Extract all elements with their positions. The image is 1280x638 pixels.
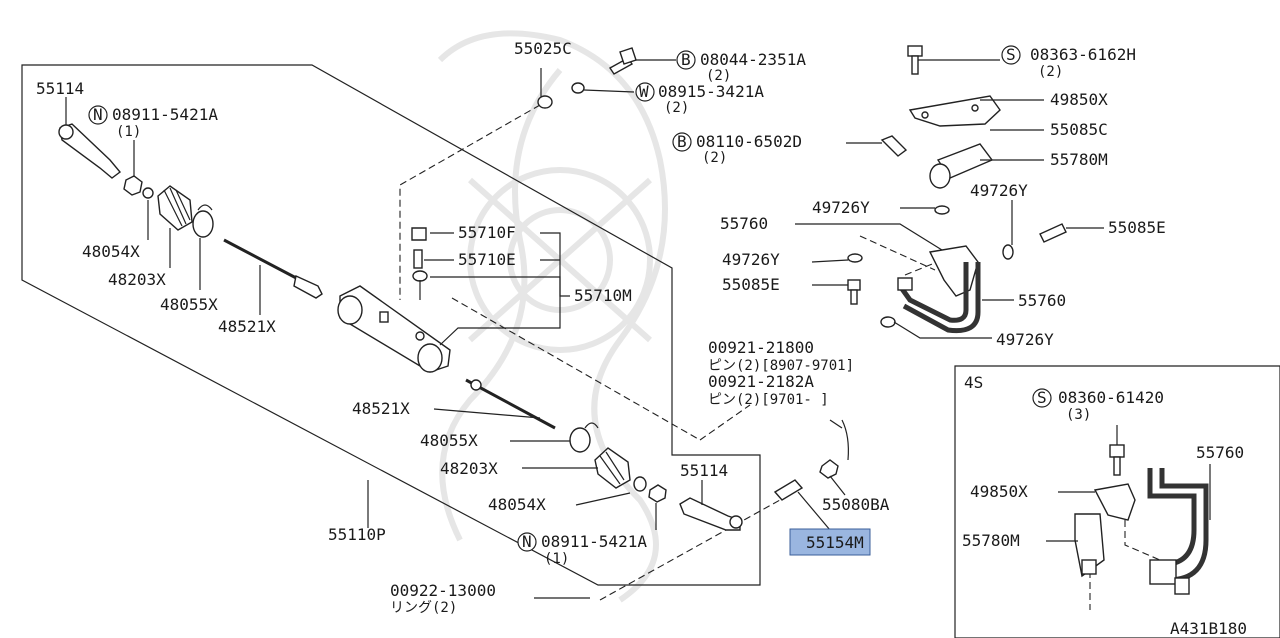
label-08360-61420[interactable]: 08360-61420 [1058,388,1164,407]
label-49850x-top[interactable]: 49850X [1050,90,1108,109]
prefix-08110: B [677,132,687,151]
qty-08915: (2) [664,100,689,116]
highlight-55154m [789,528,871,556]
label-55114-left[interactable]: 55114 [36,79,84,98]
label-55760-inset[interactable]: 55760 [1196,443,1244,462]
qty-08360: (3) [1066,407,1091,423]
qty-08363: (2) [1038,64,1063,80]
label-55780m-inset[interactable]: 55780M [962,531,1020,550]
label-55085e-right[interactable]: 55085E [1108,218,1166,237]
prefix-08911-left: N [93,105,103,124]
label-55710f[interactable]: 55710F [458,223,516,242]
label-08044-2351a[interactable]: 08044-2351A [700,50,806,69]
label-55080ba[interactable]: 55080BA [822,495,890,514]
qty-08044: (2) [706,68,731,84]
label-08363-6162h[interactable]: 08363-6162H [1030,45,1136,64]
part-shapes [58,45,1209,595]
qty-08911-left: (1) [116,124,141,140]
inset-title: 4S [964,373,983,392]
label-55710m[interactable]: 55710M [574,286,632,305]
prefix-08044: B [681,50,691,69]
label-55114-right[interactable]: 55114 [680,461,728,480]
label-55110p[interactable]: 55110P [328,525,386,544]
watermark-emblem [437,30,668,603]
label-55710e[interactable]: 55710E [458,250,516,269]
label-55154m[interactable]: 55154M [806,533,864,552]
label-08911-5421a-left[interactable]: 08911-5421A [112,105,218,124]
label-49726y-c[interactable]: 49726Y [722,250,780,269]
rack-assembly-outline [21,64,761,586]
label-48055x-right[interactable]: 48055X [420,431,478,450]
inset-4s-outline [954,365,1280,638]
label-55760-b[interactable]: 55760 [1018,291,1066,310]
note-00921-21800: ピン(2)[8907-9701] [708,358,854,374]
label-00922-13000[interactable]: 00922-13000 [390,581,496,600]
label-49726y-b[interactable]: 49726Y [970,181,1028,200]
label-00921-21800[interactable]: 00921-21800 [708,338,814,357]
label-48521x-right[interactable]: 48521X [352,399,410,418]
dashed-leaders [399,104,1161,610]
label-08911-5421a-right[interactable]: 08911-5421A [541,532,647,551]
label-49726y-d[interactable]: 49726Y [996,330,1054,349]
label-48203x-left[interactable]: 48203X [108,270,166,289]
label-08110-6502d[interactable]: 08110-6502D [696,132,802,151]
label-00921-2182a[interactable]: 00921-2182A [708,372,814,391]
label-48203x-right[interactable]: 48203X [440,459,498,478]
label-55085c[interactable]: 55085C [1050,120,1108,139]
prefix-08911-right: N [522,532,532,551]
label-48521x-left[interactable]: 48521X [218,317,276,336]
part-labels: 55025C B 08044-2351A (2) W 08915-3421A (… [36,39,1247,638]
prefix-08363: S [1006,45,1016,64]
note-00922: リング(2) [390,600,457,616]
label-49850x-inset[interactable]: 49850X [970,482,1028,501]
label-55085e-mid[interactable]: 55085E [722,275,780,294]
label-55760-a[interactable]: 55760 [720,214,768,233]
figure-code: A431B180 [1170,619,1247,638]
note-00921-2182a: ピン(2)[9701- ] [708,392,829,408]
label-48054x-right[interactable]: 48054X [488,495,546,514]
label-49726y-a[interactable]: 49726Y [812,198,870,217]
prefix-08360: S [1037,388,1047,407]
qty-08110: (2) [702,150,727,166]
label-08915-3421a[interactable]: 08915-3421A [658,82,764,101]
label-48054x-left[interactable]: 48054X [82,242,140,261]
label-55780m-top[interactable]: 55780M [1050,150,1108,169]
leader-lines [65,59,1211,599]
label-48055x-left[interactable]: 48055X [160,295,218,314]
prefix-circles [88,45,1052,552]
qty-08911-right: (1) [544,551,569,567]
label-55025c[interactable]: 55025C [514,39,572,58]
prefix-08915: W [639,82,649,101]
